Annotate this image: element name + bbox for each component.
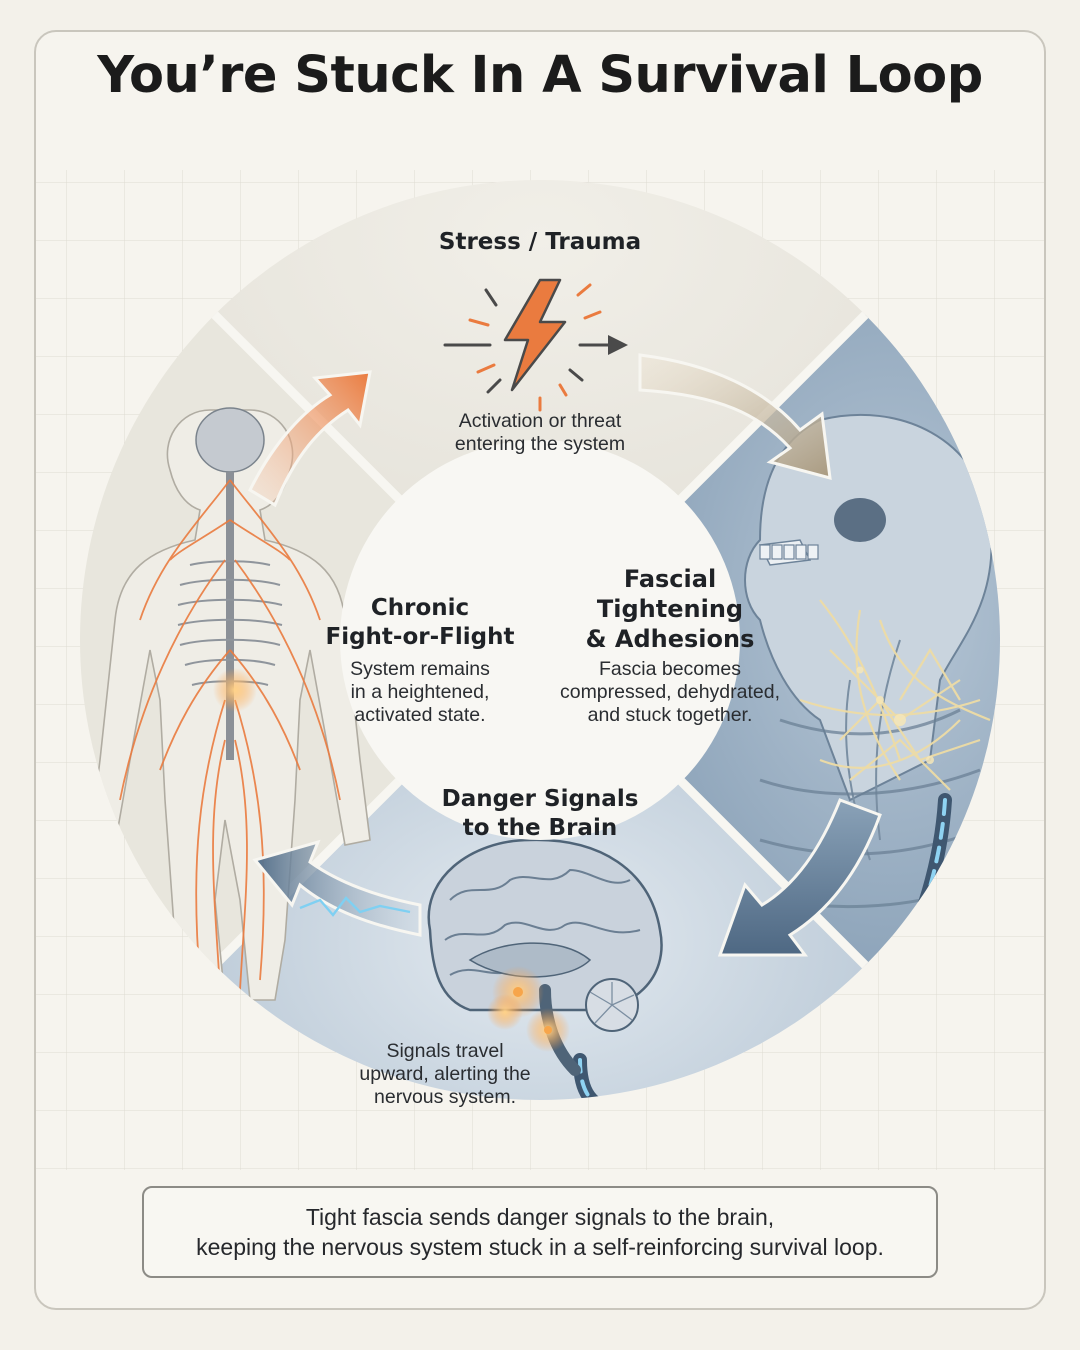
stage-stress-description-line: Activation or threat bbox=[458, 410, 622, 432]
arrow-chronic-to-stress bbox=[248, 370, 372, 508]
page-title: You’re Stuck In A Survival Loop bbox=[97, 46, 983, 105]
stage-chronic-heading-line: Fight-or-Flight bbox=[325, 624, 515, 650]
stage-chronic-description-line: in a heightened, bbox=[350, 681, 490, 703]
stage-danger-description-line: nervous system. bbox=[374, 1086, 516, 1108]
stage-stress-description-line: entering the system bbox=[454, 433, 626, 455]
stage-danger-heading-line: Danger Signals bbox=[441, 786, 639, 812]
stage-fascial-heading-line: Tightening bbox=[596, 595, 744, 623]
stage-fascial-description: Fascia becomes compressed, dehydrated, a… bbox=[530, 658, 810, 727]
stage-fascial-heading-line: Fascial bbox=[623, 565, 717, 593]
segment-stress bbox=[185, 180, 895, 640]
stage-fascial-description-line: and stuck together. bbox=[587, 704, 753, 726]
stage-stress-heading: Stress / Trauma bbox=[390, 228, 690, 257]
center-disc bbox=[340, 440, 740, 840]
stage-chronic-description: System remains in a heightened, activate… bbox=[310, 658, 530, 727]
loop-ring bbox=[80, 180, 1000, 1100]
brain-illustration bbox=[427, 838, 663, 1076]
stage-fascial-heading: Fascial Tightening & Adhesions bbox=[540, 564, 800, 654]
summary-line-1: Tight fascia sends danger signals to the… bbox=[305, 1204, 775, 1230]
arrow-danger-to-chronic bbox=[252, 839, 422, 937]
summary-line-2: keeping the nervous system stuck in a se… bbox=[196, 1234, 884, 1260]
stage-danger-heading: Danger Signals to the Brain bbox=[400, 785, 680, 843]
stage-fascial-description-line: Fascia becomes bbox=[599, 658, 741, 680]
arrow-fascial-to-danger bbox=[717, 798, 882, 957]
stage-danger-heading-line: to the Brain bbox=[462, 815, 618, 841]
stage-danger-description-line: upward, alerting the bbox=[359, 1063, 531, 1085]
stage-danger-description: Signals travel upward, alerting the nerv… bbox=[330, 1040, 560, 1109]
stage-chronic-description-line: System remains bbox=[350, 658, 490, 680]
stage-chronic-description-line: activated state. bbox=[354, 704, 486, 726]
stage-fascial-heading-line: & Adhesions bbox=[585, 625, 755, 653]
stage-danger-description-line: Signals travel bbox=[386, 1040, 504, 1062]
summary-box: Tight fascia sends danger signals to the… bbox=[142, 1186, 938, 1278]
stage-stress-heading-line: Stress / Trauma bbox=[438, 229, 642, 255]
stage-chronic-heading: Chronic Fight-or-Flight bbox=[310, 594, 530, 652]
stage-chronic-heading-line: Chronic bbox=[370, 595, 470, 621]
lightning-bolt-icon bbox=[443, 278, 628, 412]
stage-stress-description: Activation or threat entering the system bbox=[390, 410, 690, 456]
stage-fascial-description-line: compressed, dehydrated, bbox=[559, 681, 781, 703]
loop-arrows bbox=[248, 353, 882, 957]
arrow-stress-to-fascial bbox=[638, 353, 832, 481]
